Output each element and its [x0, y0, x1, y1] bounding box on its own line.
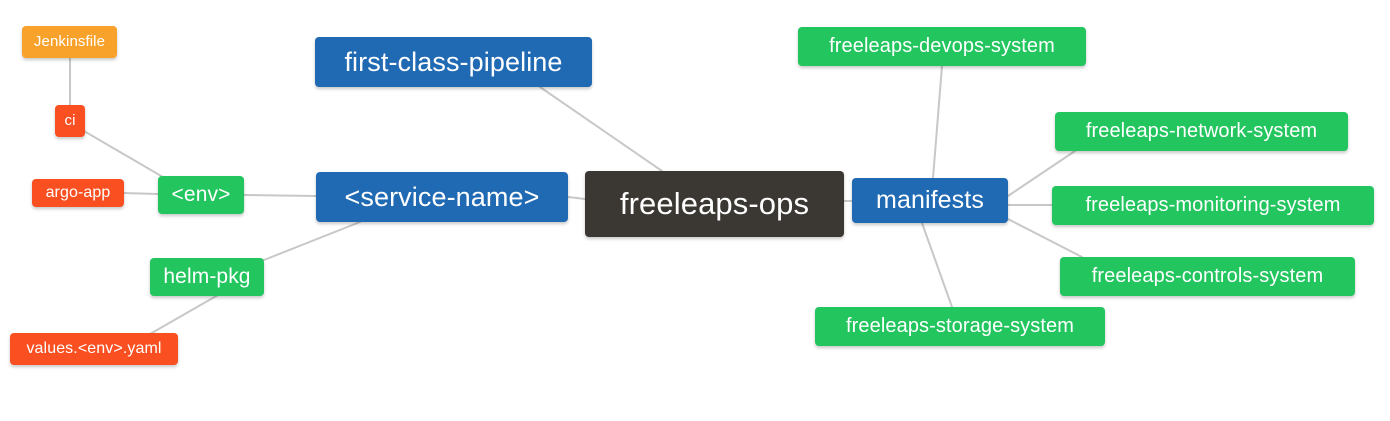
node-label-env: <env>	[171, 182, 231, 206]
edge-env-to-service-name	[243, 194, 317, 197]
node-freeleaps-monitoring-system[interactable]: freeleaps-monitoring-system	[1052, 186, 1374, 225]
edge-manifests-to-freeleaps-devops-system	[932, 65, 943, 179]
node-jenkinsfile[interactable]: Jenkinsfile	[22, 26, 117, 58]
node-first-class-pipeline[interactable]: first-class-pipeline	[315, 37, 592, 87]
node-label-freeleaps-ops: freeleaps-ops	[619, 185, 810, 221]
edge-argo-app-to-env	[123, 192, 159, 195]
node-label-argo-app: argo-app	[45, 183, 111, 201]
edge-ci-to-env	[83, 130, 169, 181]
edge-service-name-to-freeleaps-ops	[567, 196, 586, 200]
edge-service-name-to-helm-pkg	[263, 221, 361, 261]
node-label-first-class-pipeline: first-class-pipeline	[344, 46, 563, 77]
node-label-service-name: <service-name>	[344, 181, 540, 212]
edge-manifests-to-freeleaps-storage-system	[921, 222, 953, 308]
node-label-jenkinsfile: Jenkinsfile	[33, 33, 106, 51]
node-label-manifests: manifests	[876, 186, 984, 215]
node-label-freeleaps-devops-system: freeleaps-devops-system	[829, 35, 1055, 57]
node-label-helm-pkg: helm-pkg	[163, 264, 251, 288]
edge-first-class-pipeline-to-freeleaps-ops	[539, 86, 663, 172]
node-freeleaps-ops[interactable]: freeleaps-ops	[585, 171, 844, 237]
node-argo-app[interactable]: argo-app	[32, 179, 124, 207]
node-service-name[interactable]: <service-name>	[316, 172, 568, 222]
node-label-freeleaps-controls-system: freeleaps-controls-system	[1091, 265, 1324, 287]
node-label-freeleaps-storage-system: freeleaps-storage-system	[845, 315, 1075, 337]
node-freeleaps-storage-system[interactable]: freeleaps-storage-system	[815, 307, 1105, 346]
node-label-freeleaps-network-system: freeleaps-network-system	[1085, 120, 1318, 142]
node-freeleaps-network-system[interactable]: freeleaps-network-system	[1055, 112, 1348, 151]
node-label-ci: ci	[64, 112, 76, 130]
node-manifests[interactable]: manifests	[852, 178, 1008, 223]
node-freeleaps-devops-system[interactable]: freeleaps-devops-system	[798, 27, 1086, 66]
node-ci[interactable]: ci	[55, 105, 85, 137]
node-freeleaps-controls-system[interactable]: freeleaps-controls-system	[1060, 257, 1355, 296]
edge-helm-pkg-to-values-yaml	[149, 294, 219, 335]
node-label-values-yaml: values.<env>.yaml	[26, 339, 162, 357]
node-env[interactable]: <env>	[158, 176, 244, 214]
node-label-freeleaps-monitoring-system: freeleaps-monitoring-system	[1085, 194, 1341, 216]
node-values-yaml[interactable]: values.<env>.yaml	[10, 333, 178, 365]
node-helm-pkg[interactable]: helm-pkg	[150, 258, 264, 296]
